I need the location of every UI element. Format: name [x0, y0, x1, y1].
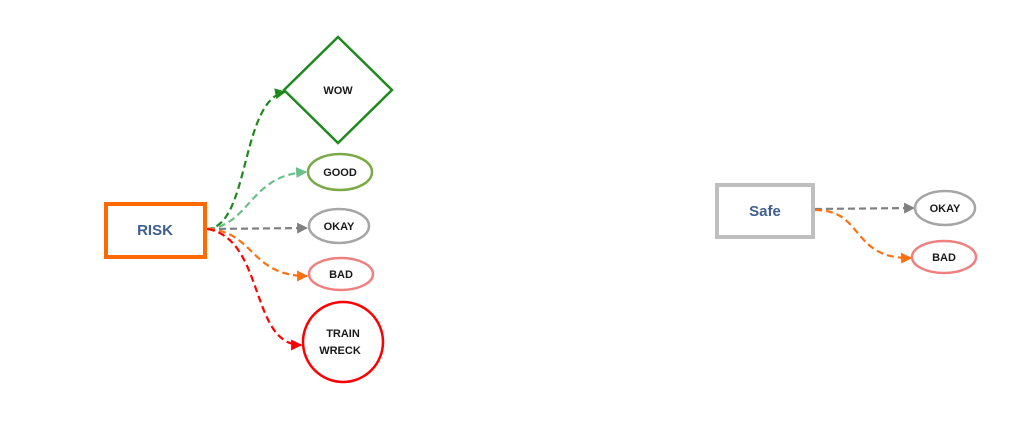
okay-node	[307, 207, 371, 245]
risk-label: RISK	[137, 222, 173, 239]
edge-risk-to-bad	[207, 227, 309, 282]
risk-node	[104, 202, 207, 259]
bad-node	[307, 256, 375, 292]
edge-risk-to-good	[207, 167, 308, 231]
okay-label: OKAY	[324, 221, 355, 233]
safe-okay-label: OKAY	[930, 203, 961, 215]
safe-okay-node	[913, 189, 977, 227]
edge-risk-to-wow	[205, 88, 287, 231]
good-label: GOOD	[323, 167, 357, 179]
edge-risk-to-train-wreck	[207, 227, 303, 351]
train-wreck-node	[301, 300, 385, 384]
good-node	[306, 152, 374, 192]
safe-bad-node	[910, 239, 978, 275]
safe-label: Safe	[749, 203, 781, 220]
wow-label: WOW	[323, 85, 353, 97]
edge-safe-to-bad	[814, 208, 913, 264]
bad-label: BAD	[329, 269, 353, 281]
edge-risk-to-okay	[207, 222, 309, 234]
edge-safe-to-okay	[814, 202, 916, 214]
wow-node	[282, 35, 394, 145]
safe-bad-label: BAD	[932, 252, 956, 264]
train-wreck-label-line2: WRECK	[319, 345, 361, 357]
safe-node	[715, 183, 815, 239]
train-wreck-label-line1: TRAIN	[326, 328, 360, 340]
